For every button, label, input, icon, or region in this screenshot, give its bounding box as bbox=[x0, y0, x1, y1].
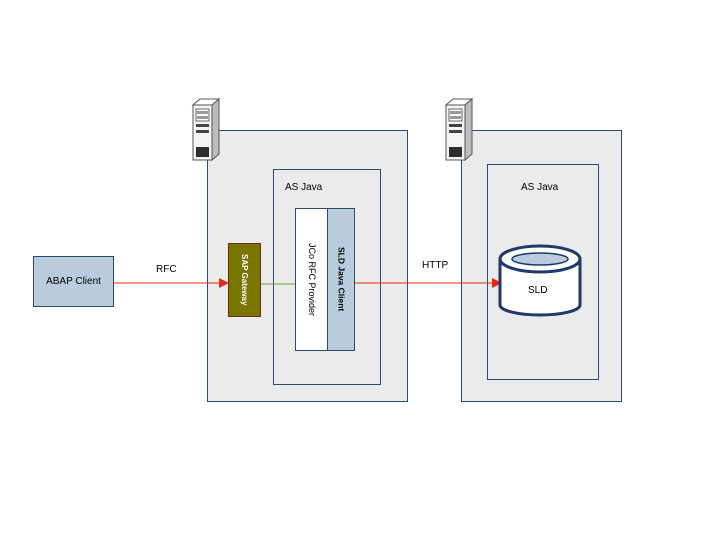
sld-label: SLD bbox=[528, 285, 548, 296]
sap-gateway-label: SAP Gateway bbox=[240, 254, 249, 306]
left-as-java-label: AS Java bbox=[285, 182, 323, 193]
sld-java-client-box[interactable]: SLD Java Client bbox=[327, 208, 355, 351]
sap-gateway-box[interactable]: SAP Gateway bbox=[228, 243, 261, 317]
abap-client-label: ABAP Client bbox=[46, 276, 101, 287]
jco-rfc-provider-label: JCo RFC Provider bbox=[307, 242, 317, 316]
jco-rfc-provider-box[interactable]: JCo RFC Provider bbox=[295, 208, 328, 351]
server-tower-icon bbox=[444, 97, 474, 162]
abap-client-box[interactable]: ABAP Client bbox=[33, 256, 114, 307]
right-as-java-label: AS Java bbox=[521, 182, 559, 193]
sld-java-client-label: SLD Java Client bbox=[336, 247, 347, 312]
sld-database-icon[interactable] bbox=[498, 244, 582, 317]
rfc-label: RFC bbox=[156, 264, 177, 275]
http-label: HTTP bbox=[422, 260, 449, 271]
server-tower-icon bbox=[191, 97, 221, 162]
